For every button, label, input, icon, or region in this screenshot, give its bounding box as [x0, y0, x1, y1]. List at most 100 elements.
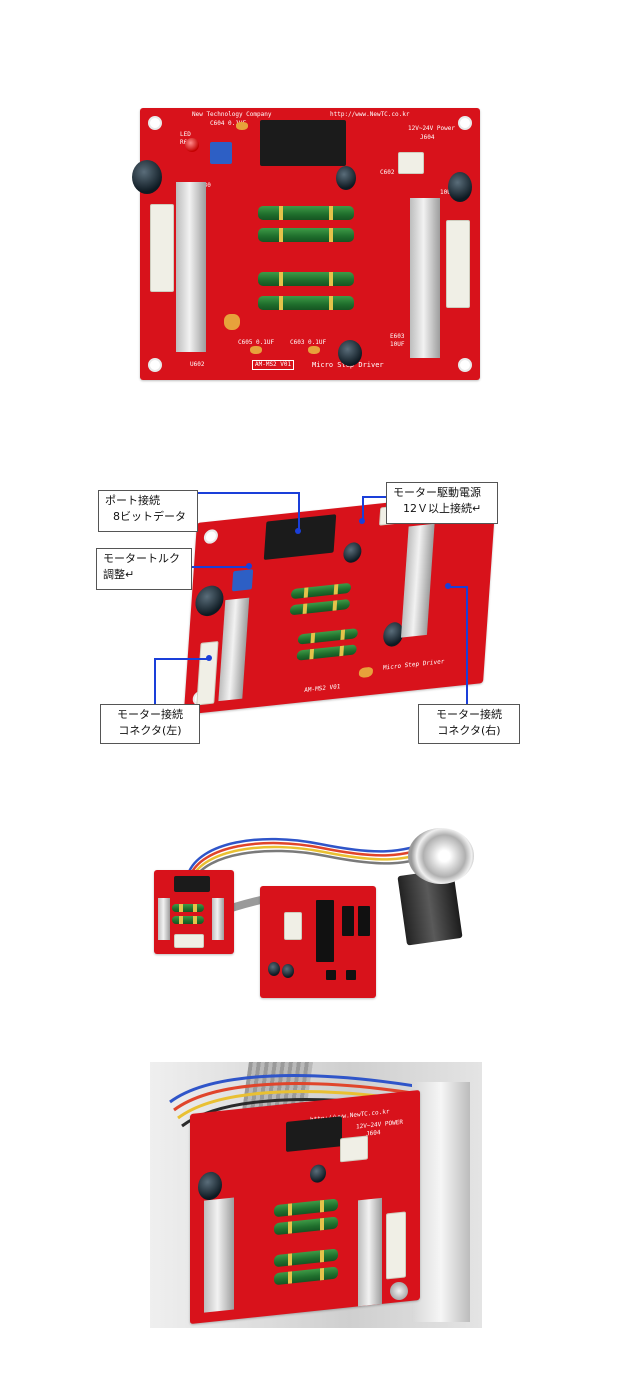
silk-power: 12V~24V Power — [408, 125, 455, 132]
silk-c603: C603 0.1UF — [290, 339, 327, 346]
mount-hole — [458, 116, 472, 130]
silk-j604: J604 — [366, 1129, 381, 1138]
callout-power-line1: モーター駆動電源 — [393, 486, 481, 499]
sense-resistor — [297, 628, 359, 645]
capacitor — [198, 1170, 222, 1202]
microcontroller — [316, 900, 334, 962]
controller-board — [260, 886, 376, 998]
capacitor — [338, 340, 362, 366]
callout-dot — [206, 655, 212, 661]
ceramic-capacitor — [236, 122, 248, 130]
callout-dot — [246, 563, 252, 569]
ic-chip — [358, 906, 370, 936]
callout-dot — [359, 518, 365, 524]
aluminum-frame — [412, 1082, 470, 1322]
motor-wires — [186, 837, 437, 918]
callout-right-line2: コネクタ(右) — [437, 724, 501, 737]
system-photo — [140, 822, 490, 1012]
callout-right-connector: モーター接続 コネクタ(右) — [418, 704, 520, 744]
callout-line-left — [154, 658, 156, 704]
heatsink — [158, 898, 170, 940]
connector — [284, 912, 302, 940]
heatsink-left — [176, 182, 206, 352]
motor-pulley — [408, 828, 474, 884]
heatsink-right — [358, 1197, 382, 1307]
button — [326, 970, 336, 980]
sense-resistor — [258, 228, 354, 242]
callout-line-port — [298, 492, 300, 532]
callout-power-line2: 12Ｖ以上接続↵ — [403, 502, 482, 515]
ceramic-capacitor — [224, 314, 240, 330]
ic-chip — [342, 906, 354, 936]
power-connector — [398, 152, 424, 174]
sense-resistor — [172, 916, 204, 924]
silk-url: http://www.NewTC.co.kr — [330, 111, 410, 118]
heatsink-right — [410, 198, 440, 358]
mount-hole — [458, 358, 472, 372]
sense-resistor — [258, 296, 354, 310]
sense-resistor — [290, 582, 352, 600]
ceramic-capacitor — [358, 666, 374, 679]
silk-company: New Technology Company — [192, 111, 272, 118]
pcb-board: Micro Step Driver AM-MS2 V01 — [183, 491, 497, 715]
callout-left-connector: モーター接続 コネクタ(左) — [100, 704, 200, 744]
callout-port-line1: ポート接続 — [105, 494, 160, 507]
sense-resistor — [274, 1198, 338, 1218]
motor-connector-right — [386, 1211, 406, 1280]
motor-connector-left — [196, 640, 219, 706]
silk-title: Micro Step Driver — [382, 658, 445, 672]
capacitor — [268, 962, 280, 976]
torque-potentiometer — [210, 142, 232, 164]
callout-line-power — [362, 496, 364, 522]
silk-e603: E603 — [390, 333, 405, 340]
ceramic-capacitor — [308, 346, 320, 354]
silk-model: AM-MS2 V01 — [252, 360, 295, 370]
motor-connector-left — [150, 204, 174, 292]
silk-u602: U602 — [190, 361, 205, 368]
capacitor — [132, 160, 162, 194]
driver-board — [154, 870, 234, 954]
capacitor — [310, 1163, 326, 1184]
capacitor — [336, 166, 356, 190]
sense-resistor — [274, 1248, 338, 1268]
power-connector — [340, 1135, 368, 1163]
callout-line-left — [154, 658, 210, 660]
silk-model: AM-MS2 V01 — [304, 683, 341, 695]
callout-torque-line1: モータートルク — [103, 552, 180, 565]
heatsink-left — [204, 1197, 234, 1313]
sense-resistor — [296, 644, 357, 661]
pcb-board: http://www.NewTC.co.kr 12V~24V POWER J60… — [190, 1089, 420, 1325]
board-photo-top: New Technology Company http://www.NewTC.… — [120, 90, 500, 400]
mount-screw — [390, 1282, 408, 1300]
callout-right-line1: モーター接続 — [436, 708, 502, 721]
mount-hole — [203, 528, 219, 545]
callout-line-right — [448, 586, 468, 588]
capacitor — [282, 964, 294, 978]
sense-resistor — [274, 1266, 338, 1286]
sense-resistor — [289, 598, 351, 616]
motor-connector-right — [446, 220, 470, 308]
capacitor — [194, 584, 225, 618]
silk-c602: C602 10UF — [380, 169, 413, 176]
callout-left-line2: コネクタ(左) — [118, 724, 182, 737]
silk-10uf: 10UF — [440, 189, 455, 196]
callout-line-port — [198, 492, 300, 494]
status-led — [185, 138, 199, 152]
silk-led: LED — [180, 131, 191, 138]
callout-torque-line2: 調整↵ — [103, 568, 135, 581]
silk-c604: C604 0.1UF — [210, 120, 247, 127]
callout-port: ポート接続 8ビットデータ — [98, 490, 198, 532]
silk-e603-value: 10UF — [390, 341, 405, 348]
board-photo-callouts: Micro Step Driver AM-MS2 V01 ポート接続 8ビットデ… — [90, 478, 530, 768]
callout-line-power — [362, 496, 386, 498]
callout-line-torque — [190, 566, 250, 568]
heatsink-left — [218, 597, 250, 702]
heatsink-right — [400, 523, 435, 638]
port-header — [260, 120, 346, 166]
sense-resistor — [172, 904, 204, 912]
heatsink — [212, 898, 224, 940]
mounted-photo: http://www.NewTC.co.kr 12V~24V POWER J60… — [150, 1062, 482, 1328]
sense-resistor — [258, 272, 354, 286]
silk-c605: C605 0.1UF — [238, 339, 275, 346]
mount-hole — [148, 116, 162, 130]
